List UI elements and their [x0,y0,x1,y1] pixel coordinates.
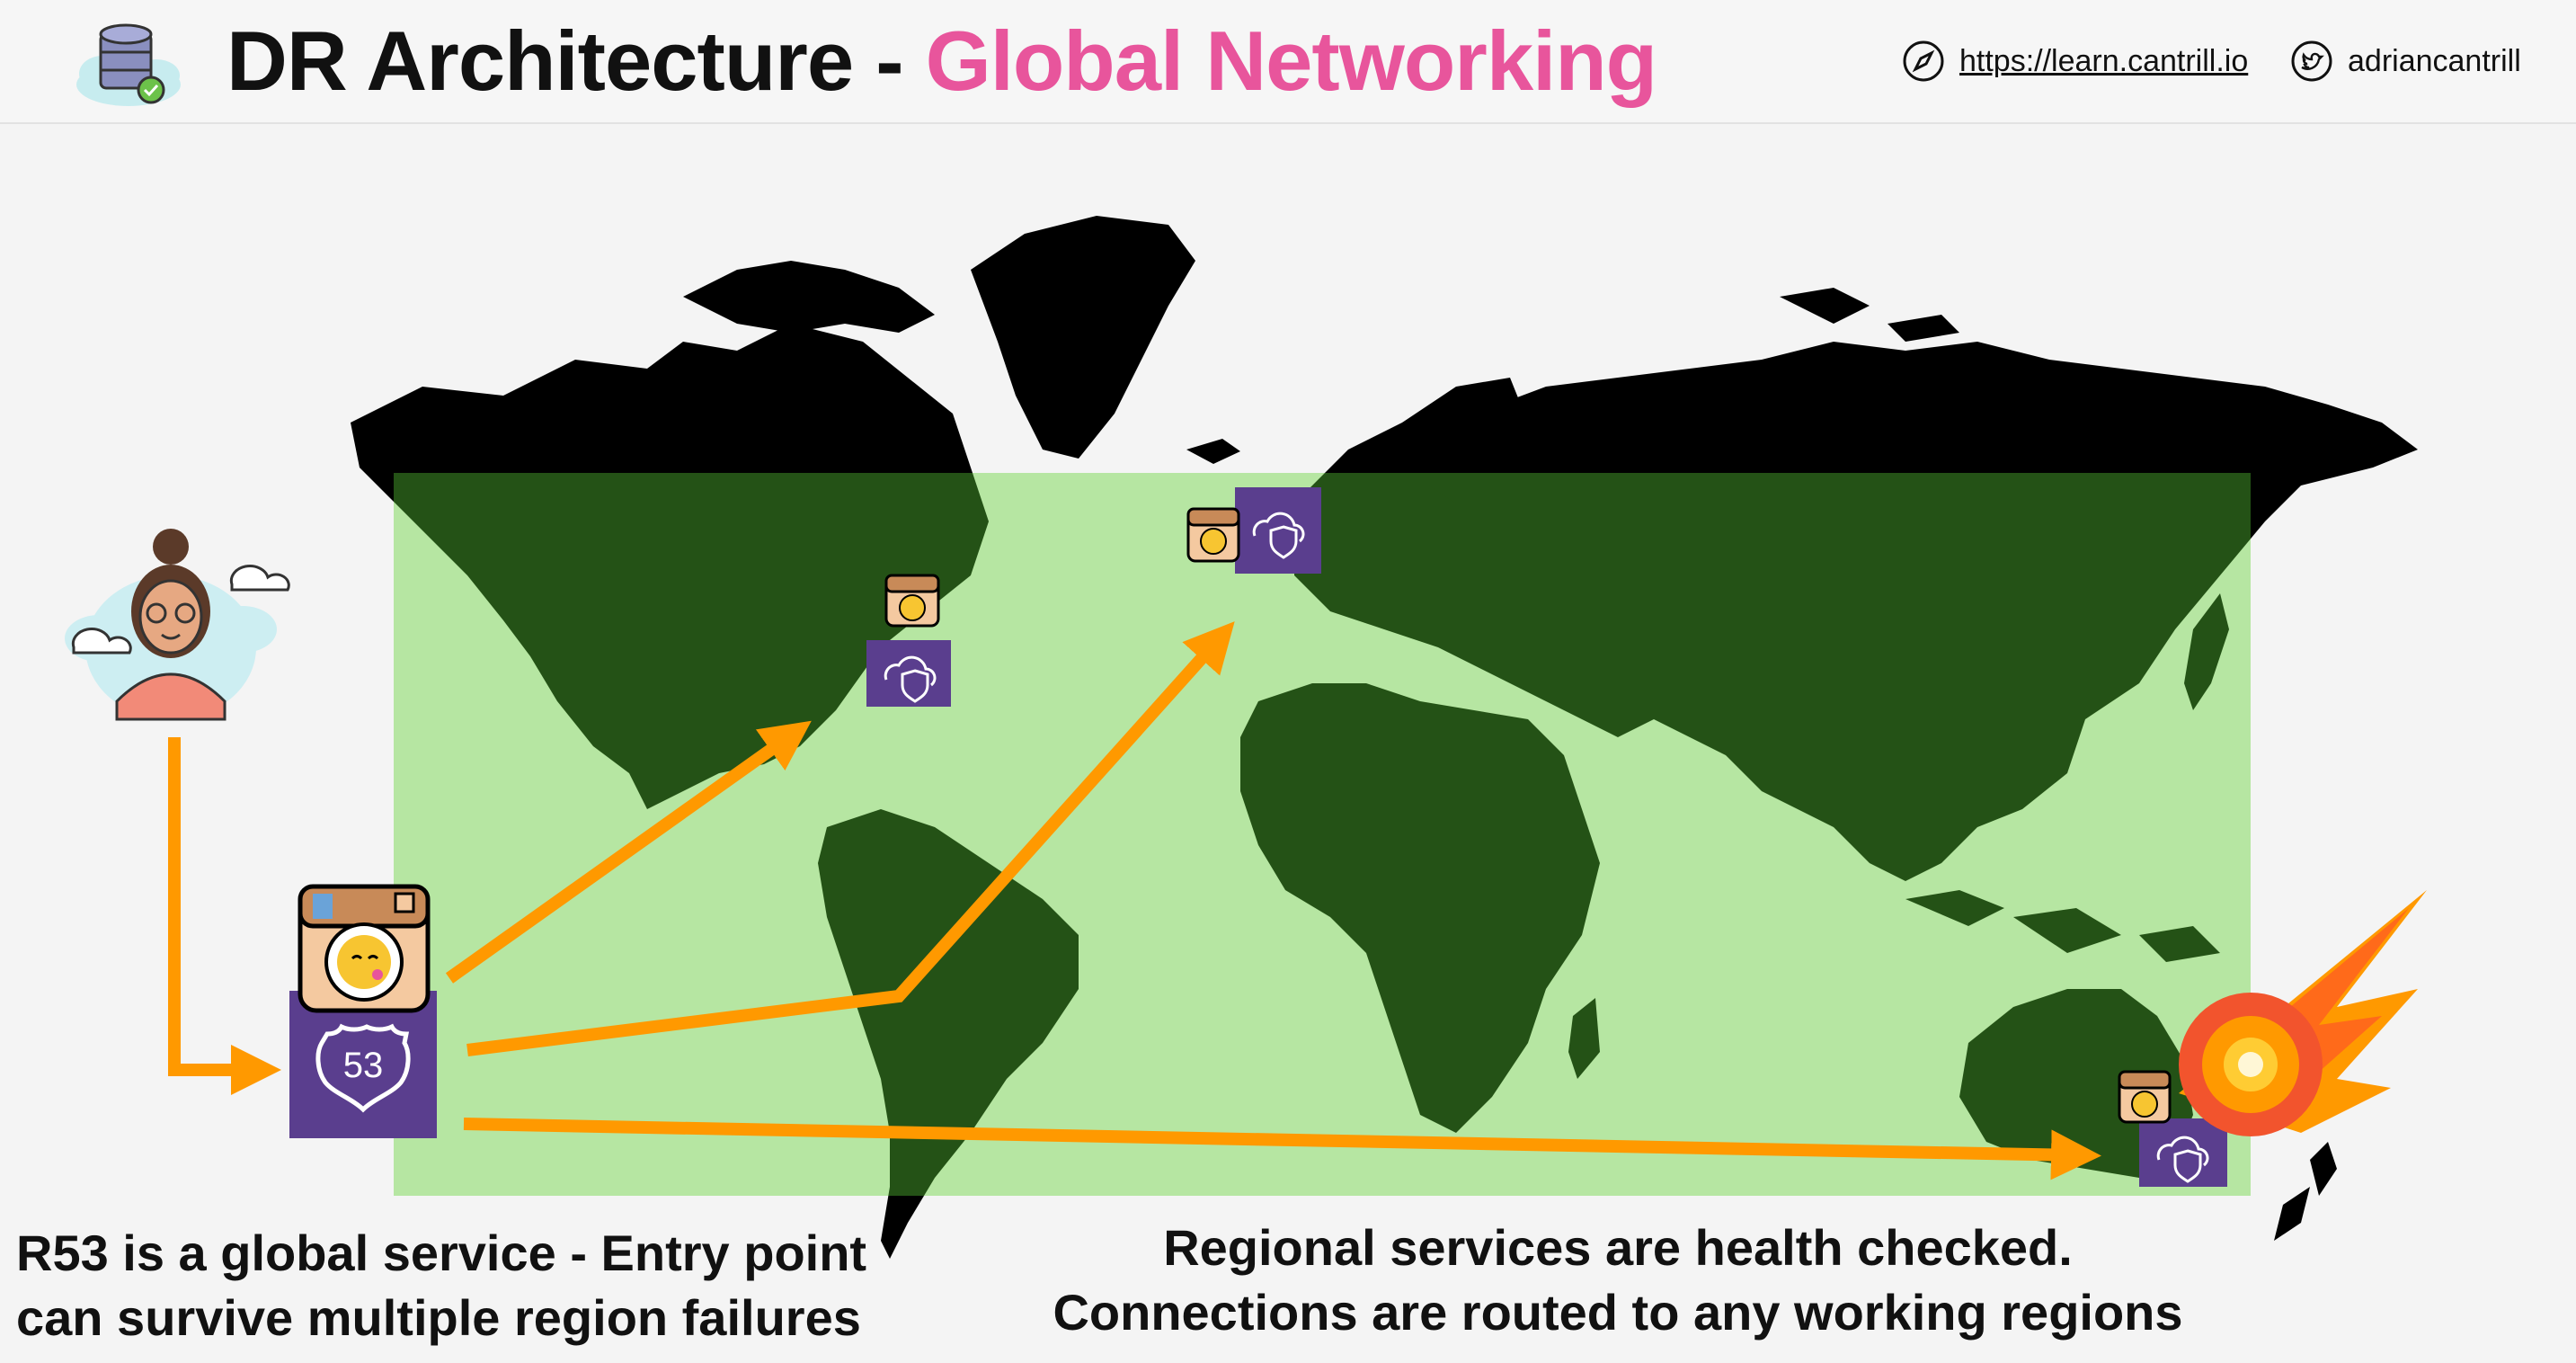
arrow-user-to-r53 [168,737,281,1095]
right-caption-line1: Regional services are health checked. [1163,1219,2073,1276]
application-icon-australia [2118,1070,2172,1124]
website-url[interactable]: https://learn.cantrill.io [1959,43,2249,78]
title-main: DR Architecture - [227,13,926,108]
left-caption-line2: can survive multiple region failures [16,1289,861,1346]
left-caption-line1: R53 is a global service - Entry point [16,1225,867,1281]
left-caption: R53 is a global service - Entry point ca… [16,1221,866,1350]
page-title: DR Architecture - Global Networking [227,7,1657,115]
cloud-shield-icon [1252,512,1305,543]
arrow-r53-to-europe [466,621,1235,1056]
arctic-islands [683,261,935,333]
database-cloud-logo-icon [76,23,181,106]
region-australia[interactable] [2139,1118,2227,1187]
route-shield-icon [315,1023,411,1113]
region-europe[interactable] [1235,487,1321,574]
new-zealand [2274,1142,2337,1241]
twitter-icon [2291,40,2332,82]
region-us-east[interactable] [866,640,951,707]
user-avatar [65,529,290,721]
application-icon-main [298,884,431,1013]
title-accent: Global Networking [925,13,1657,108]
meteor-failure-icon [2179,890,2427,1136]
website-link[interactable]: https://learn.cantrill.io [1902,40,2248,83]
right-caption-line2: Connections are routed to any working re… [1053,1284,2183,1341]
scandinavia [1402,378,1528,503]
iceland [1186,439,1240,464]
header-bar: DR Architecture - Global Networking http… [0,0,2576,124]
landmass-highlighted-group [394,473,2251,1196]
cloud-shield-icon [884,655,937,687]
route53-service[interactable]: 53 [289,991,437,1138]
siberia-islands [1780,288,1959,342]
r53-label: 53 [343,1046,384,1085]
arrow-r53-to-us-east [445,720,812,984]
compass-icon [1903,40,1944,82]
twitter-handle[interactable]: adriancantrill [2348,43,2521,78]
cloud-shield-icon [2156,1136,2209,1167]
right-caption: Regional services are health checked. Co… [1052,1216,2184,1345]
arrow-r53-to-australia [463,1118,2101,1180]
application-icon-us-east [884,574,940,628]
application-icon-europe [1186,507,1240,563]
routing-arrows [168,621,2101,1180]
twitter-link[interactable]: adriancantrill [2290,40,2521,83]
greenland [971,216,1195,459]
